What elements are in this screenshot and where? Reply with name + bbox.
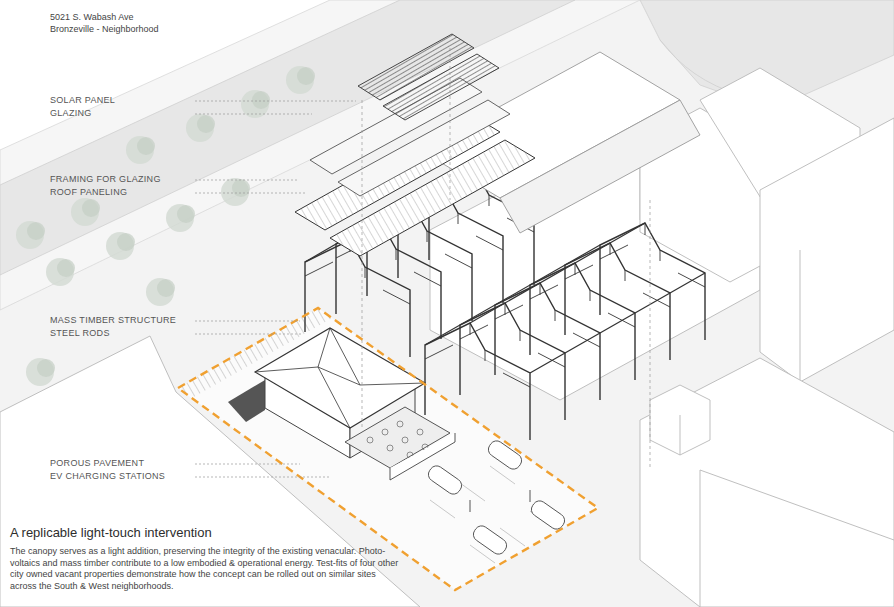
- leader-line: [195, 101, 356, 477]
- layer-label: FRAMING FOR GLAZING: [50, 174, 161, 185]
- layer-label: GLAZING: [50, 108, 92, 119]
- layer-label: ROOF PANELING: [50, 187, 127, 198]
- neighborhood-label: Bronzeville - Neighborhood: [50, 24, 159, 35]
- address-label: 5021 S. Wabash Ave: [50, 12, 134, 23]
- roof-layer: [295, 52, 700, 256]
- layer-label: POROUS PAVEMENT: [50, 458, 144, 469]
- existing-house: [228, 328, 455, 480]
- timber-frame: [425, 223, 705, 440]
- layer-label: STEEL RODS: [50, 328, 110, 339]
- caption: The canopy serves as a light addition, p…: [10, 546, 402, 592]
- layer-label: EV CHARGING STATIONS: [50, 471, 165, 482]
- title: A replicable light-touch intervention: [10, 525, 212, 540]
- layer-label: SOLAR PANEL: [50, 95, 115, 106]
- projection-line: [362, 48, 650, 470]
- person: [470, 490, 530, 512]
- layer-label: MASS TIMBER STRUCTURE: [50, 315, 176, 326]
- solar-panel: [358, 34, 499, 120]
- neighbour-building: [0, 68, 894, 607]
